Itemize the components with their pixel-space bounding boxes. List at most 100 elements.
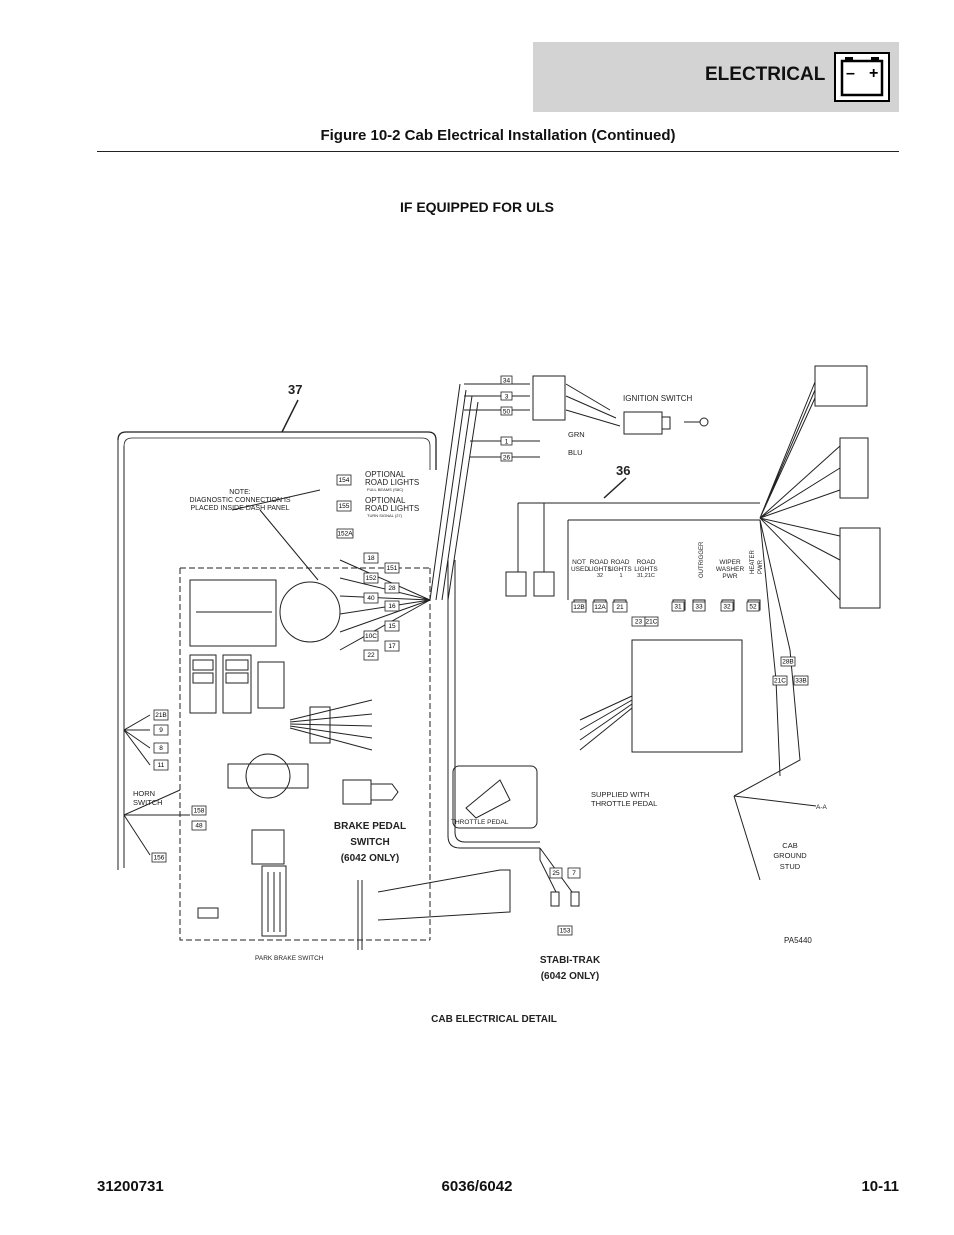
wire-tag: 50 (500, 406, 513, 416)
wire-tag: 40 (363, 592, 379, 604)
svg-text:(6042 ONLY): (6042 ONLY) (341, 853, 400, 864)
ignition-switch-label: IGNITION SWITCH (623, 394, 693, 403)
svg-text:15: 15 (388, 623, 396, 630)
uls-heading: IF EQUIPPED FOR ULS (399, 199, 554, 215)
svg-text:152A: 152A (337, 531, 353, 538)
cab-ground-stud-label: CAB GROUND STUD (773, 841, 807, 871)
svg-text:25: 25 (552, 870, 560, 877)
wire-tag: 21C (644, 616, 659, 627)
svg-text:–: – (846, 65, 855, 82)
battery-icon: – + (834, 52, 890, 102)
svg-text:ROAD LIGHTS: ROAD LIGHTS (365, 504, 419, 513)
svg-text:LIGHTS: LIGHTS (608, 566, 632, 573)
svg-text:LIGHTS: LIGHTS (634, 566, 658, 573)
svg-text:28: 28 (388, 585, 396, 592)
section-aa-label: A-A (816, 804, 828, 811)
wire-tag: 28B (780, 656, 796, 667)
wire-tag: 155 (336, 500, 352, 512)
svg-text:SWITCH: SWITCH (350, 837, 389, 848)
brake-pedal-switch-label: BRAKE PEDAL SWITCH (6042 ONLY) (334, 821, 406, 864)
svg-text:ROAD: ROAD (611, 559, 630, 566)
wire-tag: 1 (500, 436, 513, 446)
svg-text:8: 8 (159, 745, 163, 752)
stabi-trak-label: STABI-TRAK (6042 ONLY) (540, 955, 601, 982)
svg-text:ROAD: ROAD (590, 559, 609, 566)
svg-text:1: 1 (505, 439, 509, 446)
svg-text:WASHER: WASHER (716, 566, 745, 573)
supplied-with-label: SUPPLIED WITH THROTTLE PEDAL (591, 790, 657, 808)
wire-tag: 48 (191, 820, 207, 831)
wire-tag: 16 (384, 600, 400, 612)
footer-page-number: 10-11 (861, 1178, 899, 1195)
wire-tag: 153 (557, 925, 573, 936)
grn-label: GRN (568, 430, 585, 439)
wire-tag: 8 (153, 742, 169, 754)
wire-tag: 22 (363, 649, 379, 661)
svg-text:GROUND: GROUND (773, 851, 807, 860)
svg-text:STUD: STUD (780, 862, 801, 871)
svg-text:CAB: CAB (782, 841, 797, 850)
svg-text:9: 9 (159, 727, 163, 734)
svg-text:ROAD LIGHTS: ROAD LIGHTS (365, 478, 419, 487)
svg-text:48: 48 (195, 823, 203, 830)
svg-text:155: 155 (339, 503, 350, 510)
svg-text:33: 33 (695, 604, 703, 611)
callout-37: 37 (288, 382, 302, 397)
svg-text:21C: 21C (646, 619, 658, 626)
svg-text:SWITCH: SWITCH (133, 798, 163, 807)
wire-tag: 154 (336, 474, 352, 486)
svg-text:HORN: HORN (133, 789, 155, 798)
wire-tag: 152 (363, 572, 379, 584)
svg-text:1: 1 (619, 573, 622, 579)
wire-tag: 21C (772, 675, 788, 686)
svg-text:BRAKE PEDAL: BRAKE PEDAL (334, 821, 406, 832)
diagnostic-note: NOTE: DIAGNOSTIC CONNECTION IS PLACED IN… (189, 489, 290, 512)
svg-text:32: 32 (597, 573, 603, 579)
throttle-pedal-label: THROTTLE PEDAL (451, 819, 509, 826)
wire-tag: 25 (549, 867, 563, 879)
park-brake-switch-label: PARK BRAKE SWITCH (255, 955, 324, 962)
wire-tag: 156 (151, 852, 167, 863)
svg-text:156: 156 (154, 855, 165, 862)
svg-text:154: 154 (339, 477, 350, 484)
svg-text:WIPER: WIPER (719, 559, 741, 566)
svg-text:OPTIONAL: OPTIONAL (365, 470, 406, 479)
svg-text:NOTE:: NOTE: (229, 489, 250, 496)
wire-tag: 17 (384, 640, 400, 652)
svg-text:ROAD: ROAD (637, 559, 656, 566)
wire-tag: 10C (363, 630, 379, 642)
drawing-number: PA5440 (784, 936, 812, 945)
svg-text:STABI-TRAK: STABI-TRAK (540, 955, 601, 966)
svg-text:16: 16 (388, 603, 396, 610)
svg-text:SUPPLIED WITH: SUPPLIED WITH (591, 790, 649, 799)
svg-text:31,21C: 31,21C (637, 573, 655, 579)
svg-text:50: 50 (503, 409, 511, 416)
heater-label: HEATER (750, 549, 756, 574)
wire-tag: 11 (153, 759, 169, 771)
blu-label: BLU (568, 448, 583, 457)
svg-text:12A: 12A (594, 604, 606, 611)
wire-tag: 31 (671, 601, 685, 612)
svg-text:THROTTLE PEDAL: THROTTLE PEDAL (591, 799, 657, 808)
wire-tag: 12B (571, 601, 587, 613)
svg-text:3: 3 (505, 394, 509, 401)
horn-switch-label: HORN SWITCH (133, 789, 163, 807)
wire-tag: 152A (336, 528, 354, 539)
svg-text:DIAGNOSTIC CONNECTION IS: DIAGNOSTIC CONNECTION IS (189, 497, 290, 504)
wire-tag: 18 (363, 552, 379, 564)
svg-text:40: 40 (367, 595, 375, 602)
svg-text:7: 7 (572, 870, 576, 877)
svg-text:151: 151 (387, 565, 398, 572)
svg-text:+: + (869, 65, 878, 82)
svg-text:21C: 21C (774, 678, 786, 685)
outrigger-label: OUTRIGGER (699, 541, 705, 578)
svg-text:NOT: NOT (572, 559, 586, 566)
fuse-labels: NOT USED ROAD LIGHTS 32 ROAD LIGHTS 1 RO… (571, 559, 744, 580)
wire-tag: 7 (567, 867, 581, 879)
svg-text:152: 152 (366, 575, 377, 582)
svg-text:10C: 10C (365, 633, 377, 640)
wire-tag: 9 (153, 724, 169, 736)
svg-text:TURN SIGNAL (27): TURN SIGNAL (27) (367, 513, 403, 518)
svg-text:21: 21 (616, 604, 624, 611)
